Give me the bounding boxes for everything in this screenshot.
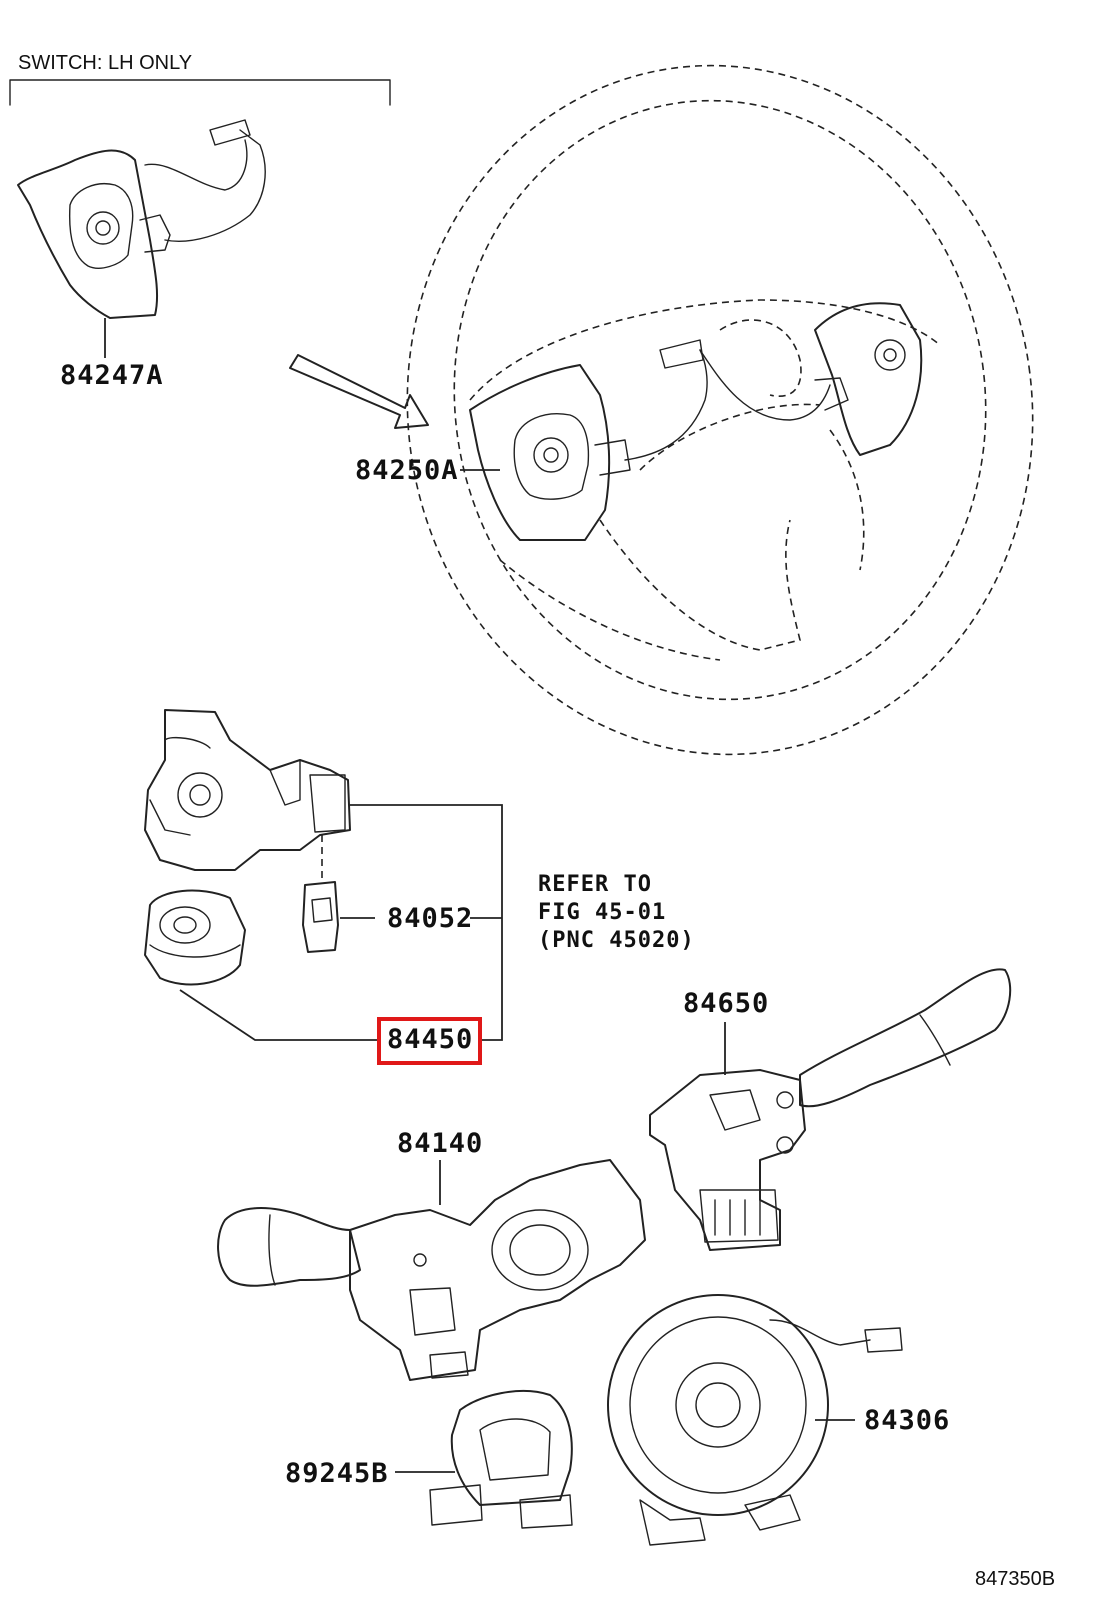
- steering-sensor: [429, 1389, 573, 1529]
- label-84140[interactable]: 84140: [397, 1128, 484, 1159]
- refer-line-3: (PNC 45020): [538, 928, 695, 953]
- label-84250A[interactable]: 84250A: [355, 455, 459, 486]
- leader-84450-right: [350, 804, 503, 1041]
- steering-wheel: [406, 64, 1034, 756]
- label-84247A[interactable]: 84247A: [60, 360, 164, 391]
- label-89245B[interactable]: 89245B: [285, 1458, 389, 1489]
- ignition-lock-housing: [144, 709, 351, 871]
- wiper-switch: [649, 968, 1012, 1251]
- label-84450[interactable]: 84450: [387, 1024, 474, 1055]
- pointer-arrow: [289, 354, 429, 429]
- lh-only-bracket: [9, 79, 391, 106]
- label-84306[interactable]: 84306: [864, 1405, 951, 1436]
- leader-84450-left: [179, 989, 380, 1041]
- highlight-box-84450: [377, 1017, 482, 1065]
- key-cylinder: [144, 889, 246, 986]
- refer-line-2: FIG 45-01: [538, 900, 667, 925]
- drawing-code: 847350B: [975, 1568, 1056, 1590]
- label-84052[interactable]: 84052: [387, 903, 474, 934]
- label-84650[interactable]: 84650: [683, 988, 770, 1019]
- lh-only-note: SWITCH: LH ONLY: [18, 52, 193, 74]
- unlock-warning-switch: [302, 881, 339, 953]
- headlamp-switch: [217, 1159, 646, 1381]
- steering-switch-lh: [17, 119, 266, 319]
- refer-line-1: REFER TO: [538, 872, 652, 897]
- spiral-cable: [607, 1294, 903, 1546]
- steering-switch-wheel: [469, 302, 923, 541]
